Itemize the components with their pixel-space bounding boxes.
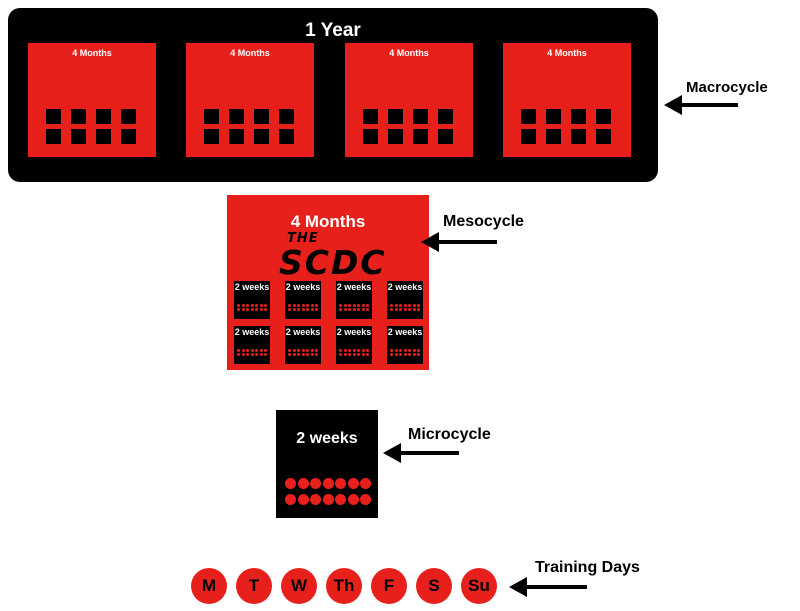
- mesocycle-title: 4 Months: [290, 212, 366, 231]
- two-week-label: 2 weeks: [387, 327, 423, 337]
- month-label: 4 Months: [389, 48, 429, 58]
- mesocycle-panel: 4 Months THE SCDC 2 weeks 2 weeks 2 week…: [227, 195, 429, 370]
- two-week-label: 2 weeks: [234, 282, 270, 292]
- microcycle-annotation: Microcycle: [408, 426, 491, 443]
- two-week-label: 2 weeks: [285, 282, 321, 292]
- day-circle-tuesday: T: [236, 568, 272, 604]
- mesocycle-annotation: Mesocycle: [443, 213, 524, 230]
- microcycle-title: 2 weeks: [296, 430, 358, 447]
- two-week-label: 2 weeks: [336, 327, 372, 337]
- two-week-block: 2 weeks: [387, 281, 423, 319]
- month-label: 4 Months: [72, 48, 112, 58]
- month-block: 4 Months: [186, 43, 314, 157]
- month-week-grid: [363, 109, 453, 144]
- left-arrow-icon: [509, 576, 587, 598]
- two-week-block: 2 weeks: [387, 326, 423, 364]
- month-block: 4 Months: [345, 43, 473, 157]
- day-circle-friday: F: [371, 568, 407, 604]
- two-week-label: 2 weeks: [234, 327, 270, 337]
- training-days-annotation: Training Days: [535, 559, 640, 576]
- two-week-block: 2 weeks: [285, 326, 321, 364]
- two-week-block: 2 weeks: [285, 281, 321, 319]
- month-block: 4 Months: [503, 43, 631, 157]
- day-circle-thursday: Th: [326, 568, 362, 604]
- left-arrow-icon: [383, 442, 459, 464]
- two-week-label: 2 weeks: [387, 282, 423, 292]
- macrocycle-title: 1 Year: [305, 20, 361, 41]
- month-week-grid: [521, 109, 611, 144]
- two-week-label: 2 weeks: [336, 282, 372, 292]
- two-week-label: 2 weeks: [285, 327, 321, 337]
- day-circle-saturday: S: [416, 568, 452, 604]
- scdc-logo: SCDC: [279, 243, 387, 282]
- macrocycle-annotation: Macrocycle: [686, 79, 768, 96]
- month-label: 4 Months: [547, 48, 587, 58]
- day-circle-monday: M: [191, 568, 227, 604]
- two-week-block: 2 weeks: [336, 281, 372, 319]
- left-arrow-icon: [421, 231, 497, 253]
- two-week-block: 2 weeks: [234, 281, 270, 319]
- two-week-block: 2 weeks: [336, 326, 372, 364]
- scdc-logo-the: THE: [287, 231, 319, 246]
- macrocycle-panel: 1 Year 4 Months 4 Months 4 Months 4 Mont…: [8, 8, 658, 182]
- two-week-block: 2 weeks: [234, 326, 270, 364]
- month-week-grid: [204, 109, 294, 144]
- month-label: 4 Months: [230, 48, 270, 58]
- day-circle-wednesday: W: [281, 568, 317, 604]
- microcycle-day-dots: [285, 478, 371, 505]
- day-circle-sunday: Su: [461, 568, 497, 604]
- left-arrow-icon: [664, 94, 738, 116]
- microcycle-panel: 2 weeks: [276, 410, 378, 518]
- month-block: 4 Months: [28, 43, 156, 157]
- month-week-grid: [46, 109, 136, 144]
